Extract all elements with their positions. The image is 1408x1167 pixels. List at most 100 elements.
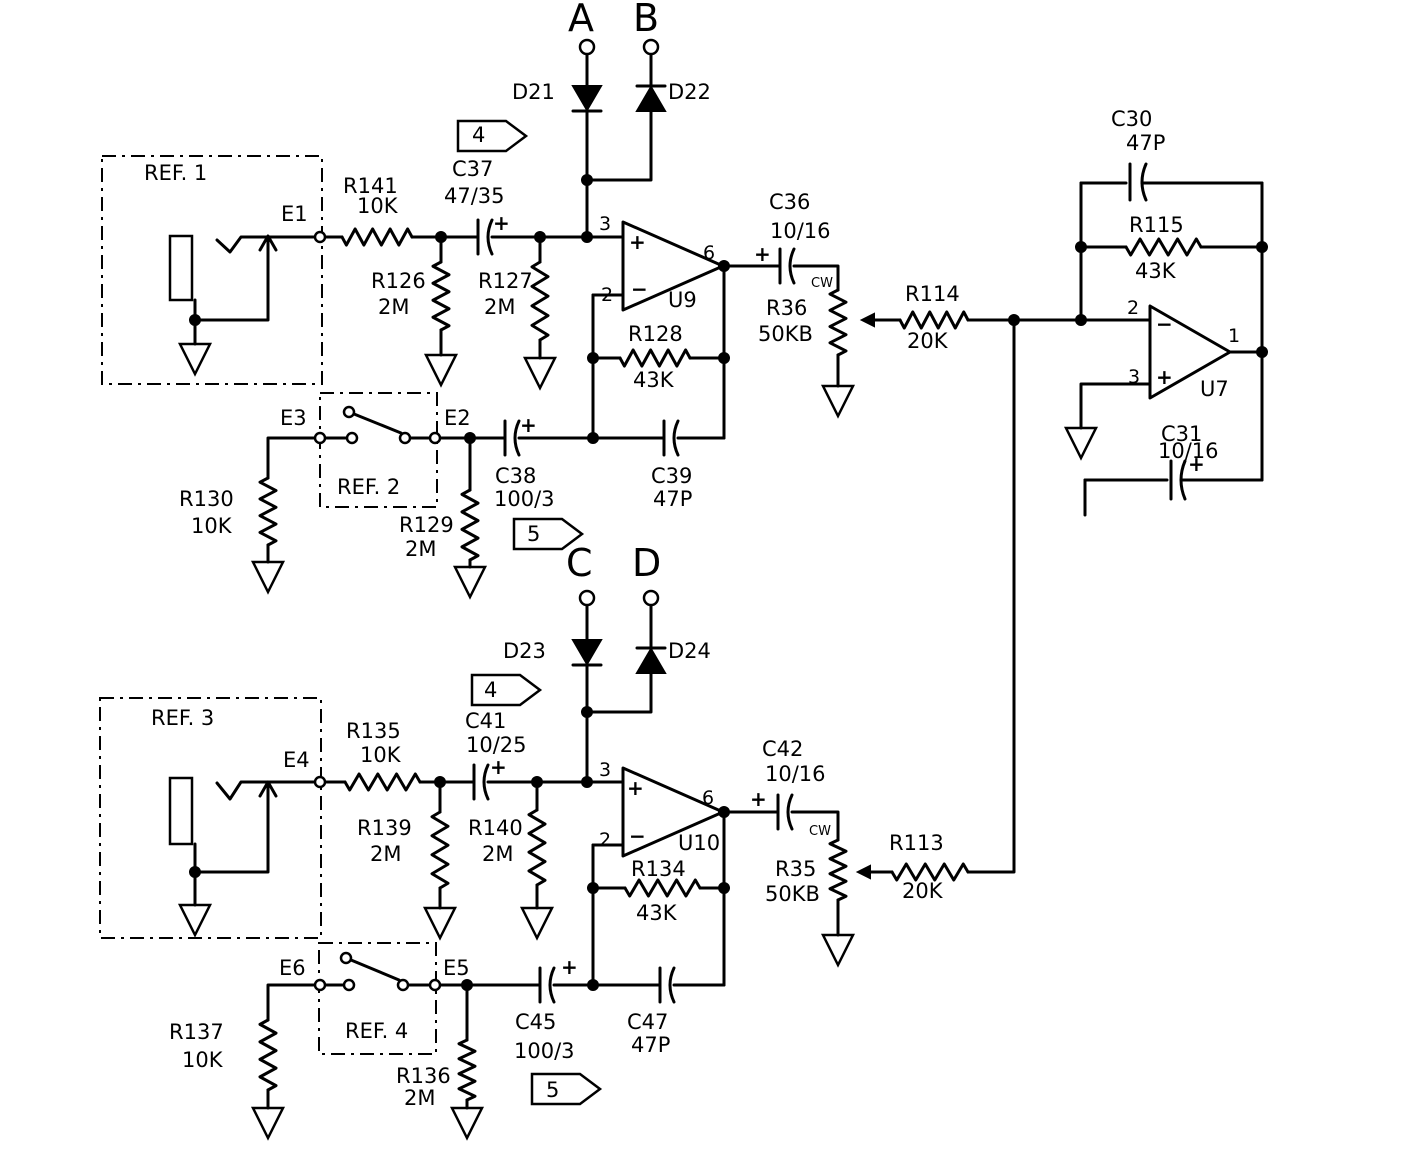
- offpage-tag-lower-4: [470, 673, 543, 707]
- input-terminal-c: [578, 589, 596, 607]
- r135-value: 10K: [360, 743, 402, 767]
- resistor-r139: [430, 810, 450, 890]
- junction-c47-left: [587, 979, 599, 991]
- input-label-c: C: [566, 541, 593, 585]
- resistor-r126: [431, 260, 451, 332]
- offpage-tag-lower-5: [530, 1072, 603, 1106]
- ref-block-outlines: [99, 155, 438, 1055]
- input-terminal-d: [642, 589, 660, 607]
- ref1-loop: [193, 238, 270, 322]
- pin-u9-3: 3: [599, 213, 611, 235]
- switch-ref2-contact-a: [345, 431, 359, 445]
- junction-r139: [434, 776, 446, 788]
- capacitor-c30-curve: [1140, 162, 1148, 202]
- diode-label-d21: D21: [512, 80, 555, 104]
- junction-r126: [435, 231, 447, 243]
- wire-c42-r35: [790, 810, 840, 842]
- junction-r134-left: [587, 882, 599, 894]
- ref1-element: [168, 234, 194, 302]
- ground-r126: [423, 353, 459, 388]
- ground-r139: [422, 906, 458, 941]
- r137-value: 10K: [182, 1048, 224, 1072]
- terminal-e2: [428, 431, 442, 445]
- offpage-tag-upper-5: [512, 517, 585, 551]
- u10-minus-sign: −: [629, 824, 646, 848]
- ground-r127: [522, 356, 558, 391]
- diode-d21: [571, 85, 603, 112]
- r136-ref: R136: [396, 1064, 451, 1088]
- resistor-r136: [457, 1038, 477, 1102]
- capacitor-c47-curve: [668, 966, 676, 1004]
- resistor-r127: [530, 260, 550, 342]
- junction-r127: [534, 231, 546, 243]
- offpage-label-upper-5: 5: [527, 522, 540, 546]
- opamp-u10: [621, 766, 725, 858]
- junction-u9-out: [718, 260, 730, 272]
- junction-ref3: [189, 866, 201, 878]
- r127-value: 2M: [484, 295, 515, 319]
- junction-diodes-upper: [581, 174, 593, 186]
- terminal-label-e4: E4: [283, 748, 310, 772]
- c31-plus-mark: +: [1188, 452, 1205, 476]
- r115-value: 43K: [1135, 259, 1177, 283]
- c37-ref: C37: [452, 157, 493, 181]
- c38-ref: C38: [495, 464, 536, 488]
- wire-u7-plus-gnd: [1079, 382, 1152, 430]
- ground-r36: [820, 384, 856, 419]
- diode-d22: [635, 85, 667, 112]
- ref-label-1: REF. 1: [144, 161, 207, 185]
- resistor-r141: [340, 227, 414, 247]
- c37-plus-mark: +: [493, 211, 510, 235]
- c30-value: 47P: [1126, 131, 1165, 155]
- junction-u10-plus: [581, 776, 593, 788]
- r137-ref: R137: [169, 1020, 224, 1044]
- terminal-e6: [313, 978, 327, 992]
- u7-plus-sign: +: [1156, 365, 1173, 389]
- c42-plus-mark: +: [750, 787, 767, 811]
- input-terminal-a: [578, 38, 596, 56]
- u10-plus-sign: +: [627, 776, 644, 800]
- c39-ref: C39: [651, 464, 692, 488]
- ref3-outline: [99, 697, 322, 939]
- ground-r129: [452, 565, 488, 600]
- junction-dots: [189, 38, 1268, 992]
- labels: A B C D D21 D22 D23 D24 REF. 1 REF. 2 RE…: [144, 0, 1240, 1110]
- r135-ref: R135: [346, 719, 401, 743]
- capacitor-c38-curve: [513, 419, 521, 457]
- r115-ref: R115: [1129, 213, 1184, 237]
- wire-d22-node: [585, 109, 653, 182]
- wire-summing-bus: [966, 318, 1016, 874]
- c30-ref: C30: [1111, 107, 1152, 131]
- r114-value: 20K: [907, 329, 949, 353]
- c31-value: 10/16: [1158, 439, 1219, 463]
- ref3-element: [168, 776, 194, 846]
- resistor-r140: [527, 808, 547, 887]
- wires: [193, 52, 1264, 1110]
- components: [168, 84, 1232, 1141]
- junction-ref1: [189, 314, 201, 326]
- r134-ref: R134: [631, 857, 686, 881]
- terminal-label-e3: E3: [280, 406, 307, 430]
- c39-value: 47P: [653, 487, 692, 511]
- r140-ref: R140: [468, 816, 523, 840]
- ref1-wiper-line: [215, 235, 322, 254]
- ground-r130: [250, 560, 286, 595]
- ground-u7: [1063, 426, 1099, 461]
- resistor-r128: [618, 348, 692, 368]
- switch-ref4-contact-b: [339, 951, 353, 965]
- r113-value: 20K: [902, 879, 944, 903]
- r128-ref: R128: [628, 322, 683, 346]
- c45-value: 100/3: [514, 1039, 575, 1063]
- wire-c36-r36: [792, 264, 840, 292]
- capacitor-c31-curve: [1179, 459, 1187, 501]
- r36-value: 50KB: [758, 322, 813, 346]
- resistor-r129: [460, 488, 480, 562]
- r113-ref: R113: [889, 831, 944, 855]
- terminal-e1: [313, 230, 327, 244]
- u9-minus-sign: −: [631, 277, 648, 301]
- pin-u7-3: 3: [1128, 366, 1140, 388]
- junction-u7-minus: [1075, 314, 1087, 326]
- r126-value: 2M: [378, 295, 409, 319]
- c41-plus-mark: +: [490, 755, 507, 779]
- c42-value: 10/16: [765, 762, 826, 786]
